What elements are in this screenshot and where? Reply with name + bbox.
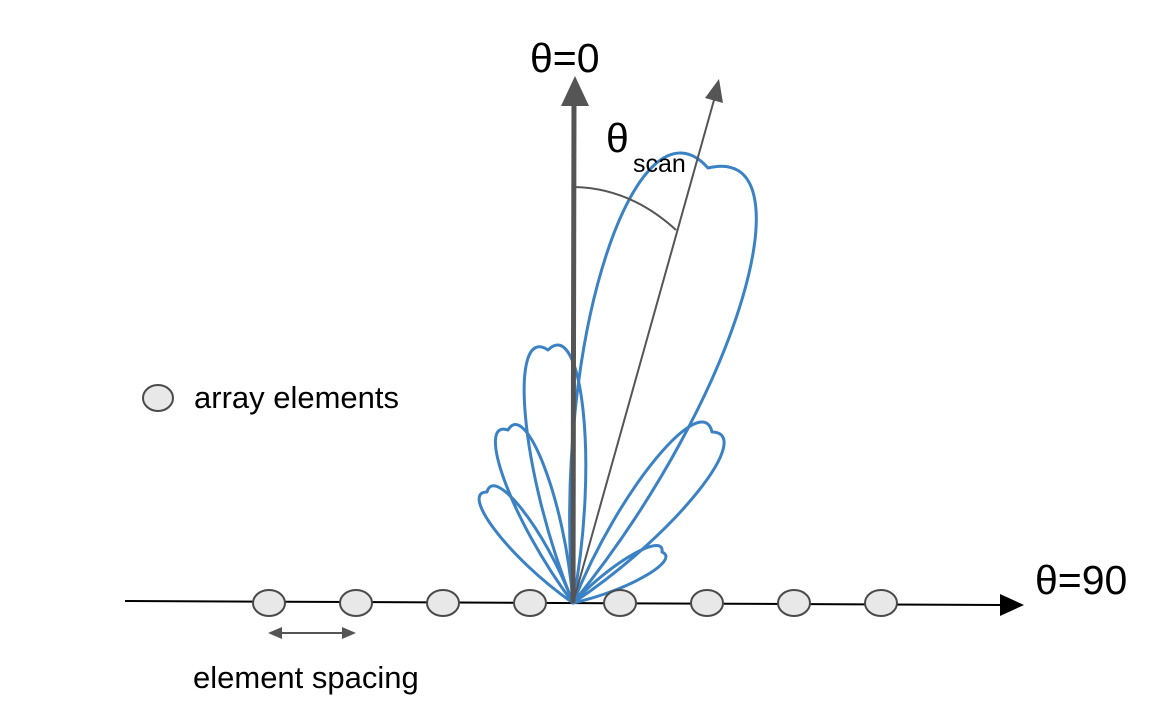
element-spacing-label: element spacing — [193, 660, 419, 695]
array-element — [690, 589, 724, 617]
side-lobe — [493, 423, 575, 605]
vertical-axis-arrowhead — [561, 76, 589, 106]
side-lobe — [522, 343, 588, 605]
array-element — [603, 589, 637, 617]
array-elements — [252, 589, 898, 617]
side-lobe — [571, 420, 726, 605]
array-element — [252, 589, 286, 617]
array-element — [864, 589, 898, 617]
axis-zero-label: θ=0 — [530, 35, 600, 81]
scan-angle-subscript: scan — [633, 150, 686, 178]
array-element — [339, 589, 373, 617]
vertical-axis — [570, 99, 577, 604]
array-element — [426, 589, 460, 617]
radiation-pattern — [477, 151, 758, 605]
scan-direction-line — [572, 99, 715, 604]
legend-element-marker — [142, 384, 174, 412]
scan-angle-symbol: θ — [606, 115, 629, 161]
array-element — [513, 589, 547, 617]
axis-ninety-label: θ=90 — [1035, 557, 1127, 603]
legend-label: array elements — [194, 380, 399, 415]
main-lobe — [568, 151, 758, 605]
horizontal-axis-arrowhead — [1000, 594, 1024, 616]
scan-direction-arrowhead — [705, 79, 723, 103]
scan-angle-arc — [573, 186, 677, 231]
side-lobe — [571, 544, 668, 605]
element-spacing-arrow — [268, 627, 356, 639]
array-element — [777, 589, 811, 617]
side-lobe — [477, 484, 575, 605]
